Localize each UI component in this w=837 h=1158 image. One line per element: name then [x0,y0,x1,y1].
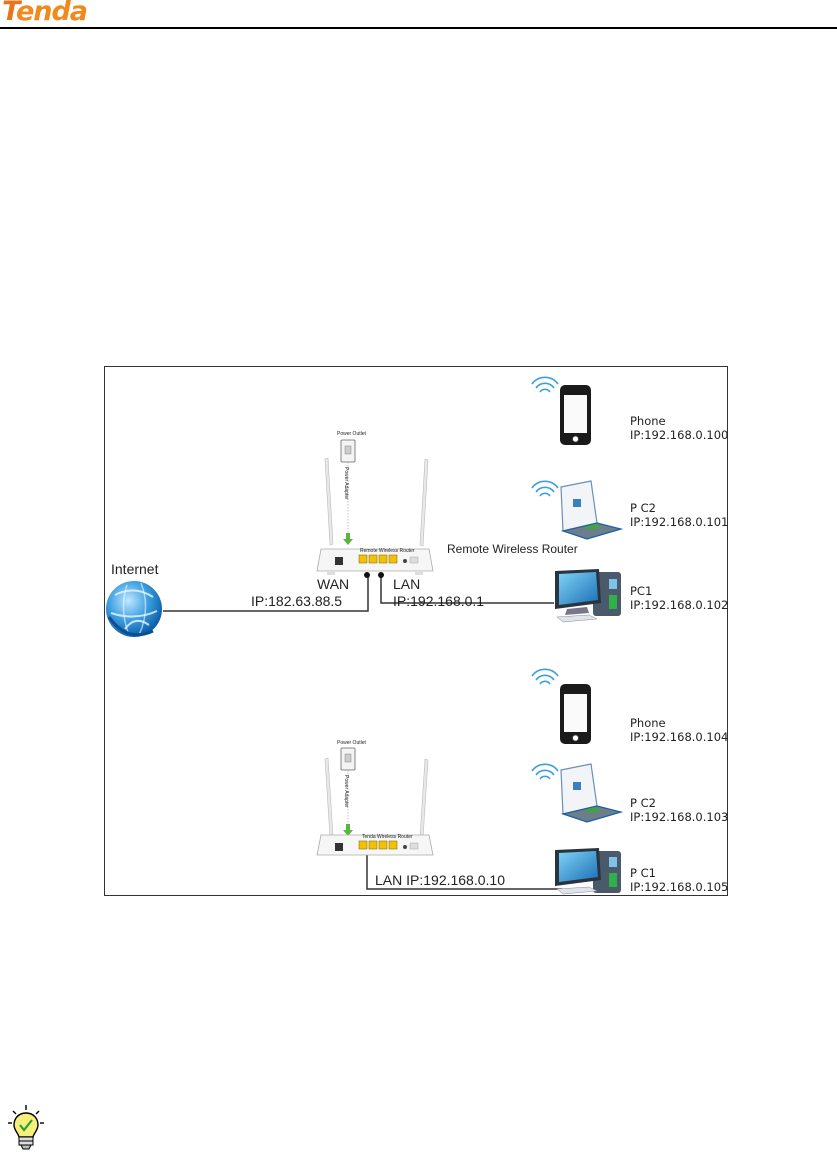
top-desktop-icon [555,569,621,623]
cables [163,575,562,890]
wan-cable [163,575,369,612]
wan-ip: IP:182.63.88.5 [251,593,343,609]
internet-globe-icon [106,581,162,637]
device-name: PC1 [630,584,653,598]
page-header: Tenda [0,0,837,30]
lan-cable [380,575,554,604]
device-name: Phone [630,716,666,730]
lightbulb-icon [8,1105,44,1150]
device-ip: IP:192.168.0.103 [630,810,729,824]
lan-ip: IP:192.168.0.1 [393,593,485,609]
device-ip: IP:192.168.0.102 [630,598,729,612]
device-name: Phone [630,414,666,428]
device-name: P C2 [630,501,656,515]
wan-port-dot [364,572,370,578]
lan-port-dot [378,572,384,578]
device-ip: IP:192.168.0.100 [630,428,729,442]
bottom-laptop-label: P C2 IP:192.168.0.103 [630,796,728,824]
top-power-outlet-label: Power Outlet [337,431,366,437]
bottom-lan-ip: LAN IP:192.168.0.10 [375,872,505,888]
bottom-desktop-icon [555,848,621,895]
bottom-phone-icon [531,668,591,744]
top-laptop-icon [531,480,624,540]
bottom-power-outlet-label: Power Outlet [337,740,366,746]
header-rule [0,27,837,29]
top-router-icon [316,439,434,575]
top-phone-label: Phone IP:192.168.0.100 [630,414,728,442]
top-router-panel-text: Remote Wireless Router [360,548,415,554]
bottom-power-adapter-label: Power Adapter [343,775,349,808]
top-laptop-label: P C2 IP:192.168.0.101 [630,501,728,529]
top-power-adapter-label: Power Adapter [343,467,349,500]
network-diagram: Power Outlet Power Adapter Remote Wirele… [104,366,728,896]
bottom-router-panel-text: Tenda Wireless Router [362,834,413,840]
tenda-logo: Tenda [2,0,88,27]
bottom-laptop-icon [531,763,624,823]
device-ip: IP:192.168.0.104 [630,730,729,744]
device-name: P C1 [630,866,656,880]
device-ip: IP:192.168.0.105 [630,880,729,894]
remote-router-label: Remote Wireless Router [447,542,578,556]
wan-label: WAN [317,576,350,592]
internet-label: Internet [111,561,159,577]
bottom-phone-label: Phone IP:192.168.0.104 [630,716,728,744]
bottom-router-icon [316,747,434,856]
device-ip: IP:192.168.0.101 [630,515,729,529]
bottom-desktop-label: P C1 IP:192.168.0.105 [630,866,728,894]
bottom-lan-cable [366,852,562,890]
diagram-canvas [106,376,624,895]
lan-label: LAN [393,576,421,592]
top-desktop-label: PC1 IP:192.168.0.102 [630,584,728,612]
device-name: P C2 [630,796,656,810]
top-phone-icon [531,376,591,445]
